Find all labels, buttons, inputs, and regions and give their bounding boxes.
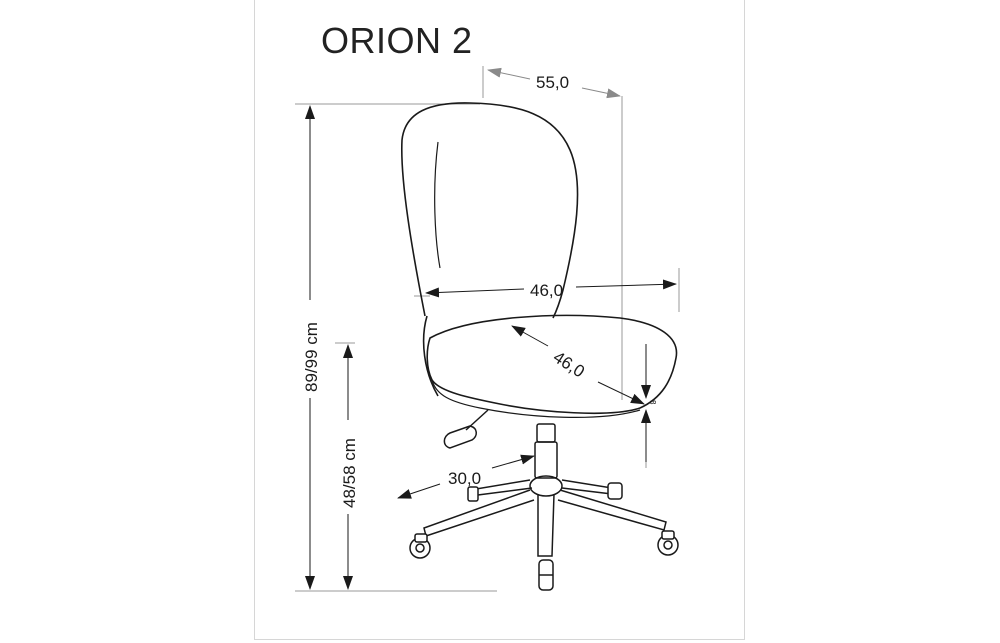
chair-backrest (400, 102, 579, 397)
dim-depth-top-label: 55,0 (536, 73, 569, 92)
dim-seat-thickness-label: 8 (648, 400, 657, 405)
guide-lines (295, 66, 680, 592)
dim-depth-top: 55,0 (487, 67, 621, 99)
caster-back-left (467, 486, 479, 502)
caster-left (409, 533, 431, 559)
dim-seat-width-label: 46,0 (530, 281, 563, 300)
drawing-frame (254, 0, 745, 640)
dim-seat-width: 46,0 (425, 279, 677, 300)
star-base (423, 475, 667, 557)
chair-seat (426, 314, 678, 418)
gas-lever (443, 409, 489, 449)
dim-seat-depth-label: 46,0 (550, 347, 588, 381)
dim-total-height: 89/99 cm (302, 105, 321, 590)
caster-back-right (607, 482, 623, 500)
product-title: ORION 2 (321, 20, 473, 61)
dim-seat-height-label: 48/58 cm (340, 438, 359, 508)
casters (409, 482, 679, 591)
caster-right (657, 530, 679, 556)
dim-seat-depth: 46,0 (511, 325, 645, 405)
dim-total-height-label: 89/99 cm (302, 322, 321, 392)
caster-front (538, 559, 554, 591)
dim-seat-height: 48/58 cm (340, 344, 359, 590)
dim-seat-thickness: 8 (641, 344, 657, 462)
dim-base-radius-label: 30,0 (448, 469, 481, 488)
gas-cylinder (534, 423, 558, 479)
dim-base-radius: 30,0 (397, 454, 535, 499)
